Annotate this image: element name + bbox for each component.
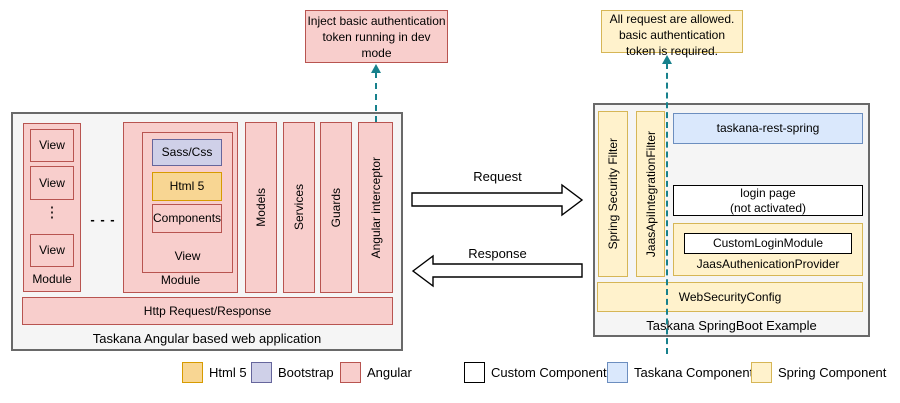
response-arrow [411, 254, 583, 288]
jaas-authentication-provider-label: JaasAuthenicationProvider [696, 257, 840, 271]
angular-app-title: Taskana Angular based web application [92, 331, 322, 346]
sass-css-box: Sass/Css [152, 139, 222, 166]
dashed-connector-left [375, 72, 377, 122]
vertical-ellipsis: ⋮ [44, 204, 60, 221]
jaas-api-integration-filter-bar: JaasApiIntegrationFilter [636, 111, 665, 277]
dashed-connector-right [666, 63, 668, 354]
note-line: Inject basic authentication [307, 14, 446, 28]
note-line: mode [361, 45, 392, 60]
taskana-rest-spring-box: taskana-rest-spring [673, 113, 863, 144]
legend-label: Bootstrap [278, 365, 334, 380]
services-bar-label: Services [292, 184, 306, 231]
legend-swatch-angular [340, 362, 361, 383]
legend-item-bootstrap: Bootstrap [251, 361, 334, 384]
web-security-config-box: WebSecurityConfig [597, 282, 863, 312]
jaas-authentication-provider-box: CustomLoginModule JaasAuthenicationProvi… [673, 223, 863, 276]
angular-app-container: View View ⋮ View Module - - - Sass/Css H… [11, 112, 403, 351]
springboot-container: Spring Security Filter JaasApiIntegratio… [593, 103, 870, 337]
legend-swatch-custom [464, 362, 485, 383]
legend-label: Custom Component [491, 365, 607, 380]
components-box: Components [152, 204, 222, 233]
guards-bar-label: Guards [329, 187, 343, 228]
login-page-box: login page (not activated) [673, 185, 863, 216]
guards-bar: Guards [320, 122, 352, 293]
springboot-title: Taskana SpringBoot Example [646, 318, 817, 333]
legend-label: Spring Component [778, 365, 887, 380]
spring-security-filter-label: Spring Security Filter [606, 138, 620, 250]
models-bar: Models [245, 122, 277, 293]
flow-arrows [411, 183, 584, 288]
view-detail-box: Sass/Css Html 5 Components View [142, 132, 233, 273]
legend-swatch-bootstrap [251, 362, 272, 383]
legend-item-taskana-component: Taskana Component [607, 361, 753, 384]
angular-interceptor-bar-label: Angular interceptor [368, 156, 383, 259]
legend-label: Angular [367, 365, 412, 380]
module-detail: Sass/Css Html 5 Components View Module [123, 122, 238, 293]
view-box: View [30, 234, 74, 267]
http-request-response-bar: Http Request/Response [22, 297, 393, 325]
login-page-line: (not activated) [729, 200, 807, 215]
response-label: Response [468, 246, 527, 261]
models-bar-label: Models [254, 188, 268, 227]
custom-login-module-box: CustomLoginModule [684, 233, 852, 254]
module-label: Module [160, 273, 201, 287]
legend-item-angular: Angular [340, 361, 412, 384]
note-line: basic authentication [618, 27, 726, 42]
login-page-line: login page [740, 185, 796, 200]
note-inject-auth-token: Inject basic authentication token runnin… [305, 10, 448, 63]
note-line: token running in dev [322, 29, 431, 44]
view-box: View [30, 129, 74, 162]
spring-security-filter-bar: Spring Security Filter [598, 111, 628, 277]
angular-interceptor-bar: Angular interceptor [358, 122, 393, 293]
legend-swatch-taskana [607, 362, 628, 383]
dashed-arrowhead-up [662, 55, 672, 64]
view-box: View [30, 166, 74, 200]
legend-swatch-spring [751, 362, 772, 383]
jaas-api-integration-filter-label: JaasApiIntegrationFilter [643, 130, 658, 258]
legend-label: Html 5 [209, 365, 247, 380]
services-bar: Services [283, 122, 315, 293]
legend-item-html5: Html 5 [182, 361, 247, 384]
legend-item-custom-component: Custom Component [464, 361, 607, 384]
note-all-requests-allowed: All request are allowed. basic authentic… [601, 10, 743, 58]
horizontal-ellipsis: - - - [90, 212, 116, 227]
note-line: token is required. [625, 43, 719, 58]
legend-label: Taskana Component [634, 365, 754, 380]
module-label: Module [32, 272, 72, 286]
legend-item-spring-component: Spring Component [751, 361, 886, 384]
legend-swatch-html5 [182, 362, 203, 383]
request-label: Request [473, 169, 522, 184]
dashed-arrowhead-up [371, 64, 381, 73]
html5-box: Html 5 [152, 172, 222, 201]
module-view-list: View View ⋮ View Module [23, 123, 81, 292]
request-arrow [411, 183, 584, 217]
note-line: All request are allowed. [609, 12, 735, 26]
view-label: View [174, 249, 201, 263]
